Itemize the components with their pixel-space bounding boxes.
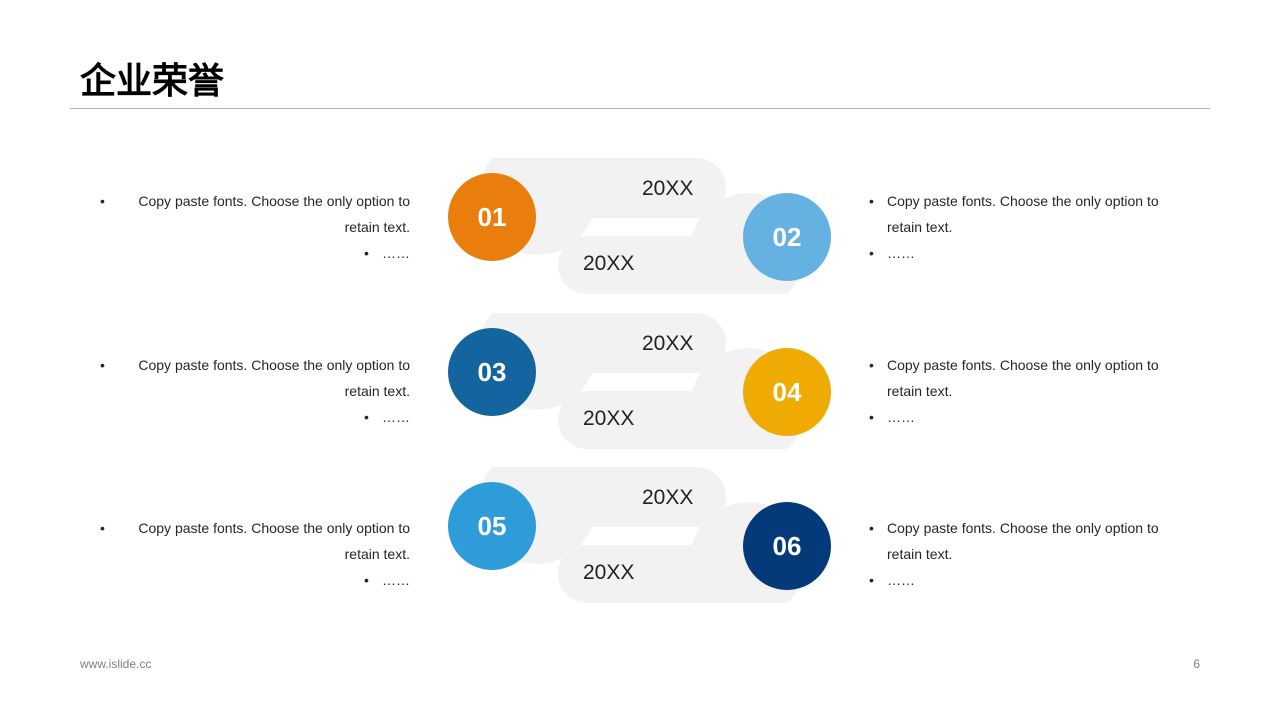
number-label: 01 [477,201,507,232]
bullet-dot-icon: • [869,409,874,425]
bullet-dot-icon: • [869,245,874,261]
bullet-dot-icon: • [364,245,369,261]
list-item: •…… [364,240,410,266]
number-circle-04: 04 [743,348,831,436]
number-circle-06: 06 [743,502,831,590]
number-circle-03: 03 [448,328,536,416]
list-item: •Copy paste fonts. Choose the only optio… [100,188,410,240]
footer-url: www.islide.cc [80,657,152,671]
capsule-top-3 [478,467,726,564]
number-label: 05 [477,510,507,541]
year-label-06: 20XX [583,561,635,584]
bullet-dot-icon: • [100,357,105,373]
capsule-bottom-1 [558,193,807,294]
year-label-04: 20XX [583,407,635,430]
number-label: 06 [772,530,802,561]
list-item: •…… [869,240,1179,266]
list-item: •Copy paste fonts. Choose the only optio… [869,515,1179,567]
list-item: •…… [869,567,1179,593]
number-circle-01: 01 [448,173,536,261]
year-label-01: 20XX [642,177,694,200]
bullet-list-06: •Copy paste fonts. Choose the only optio… [869,515,1179,593]
year-label-02: 20XX [583,252,635,275]
number-label: 02 [772,221,802,252]
title-divider [70,108,1210,109]
list-item: •…… [364,567,410,593]
list-item: •Copy paste fonts. Choose the only optio… [869,188,1179,240]
bullet-dot-icon: • [364,572,369,588]
bullet-dot-icon: • [100,520,105,536]
capsule-bottom-3 [558,502,807,603]
number-circle-02: 02 [743,193,831,281]
year-label-05: 20XX [642,486,694,509]
bullet-list-01: •Copy paste fonts. Choose the only optio… [100,188,410,266]
bullet-dot-icon: • [100,193,105,209]
number-circle-05: 05 [448,482,536,570]
capsule-top-2 [478,313,726,410]
list-item: •…… [869,404,1179,430]
capsule-bottom-2 [558,348,807,449]
number-label: 03 [477,356,507,387]
list-item: •…… [364,404,410,430]
list-item: •Copy paste fonts. Choose the only optio… [100,515,410,567]
list-item: •Copy paste fonts. Choose the only optio… [869,352,1179,404]
bullet-dot-icon: • [869,193,874,209]
bullet-dot-icon: • [869,572,874,588]
bullet-list-04: •Copy paste fonts. Choose the only optio… [869,352,1179,430]
bullet-list-02: •Copy paste fonts. Choose the only optio… [869,188,1179,266]
page-title: 企业荣誉 [80,61,225,102]
bullet-dot-icon: • [869,520,874,536]
year-label-03: 20XX [642,332,694,355]
bullet-dot-icon: • [869,357,874,373]
list-item: •Copy paste fonts. Choose the only optio… [100,352,410,404]
page-number: 6 [1193,657,1200,671]
number-label: 04 [772,376,802,407]
bullet-list-05: •Copy paste fonts. Choose the only optio… [100,515,410,593]
bullet-list-03: •Copy paste fonts. Choose the only optio… [100,352,410,430]
bullet-dot-icon: • [364,409,369,425]
capsule-top-1 [478,158,726,255]
